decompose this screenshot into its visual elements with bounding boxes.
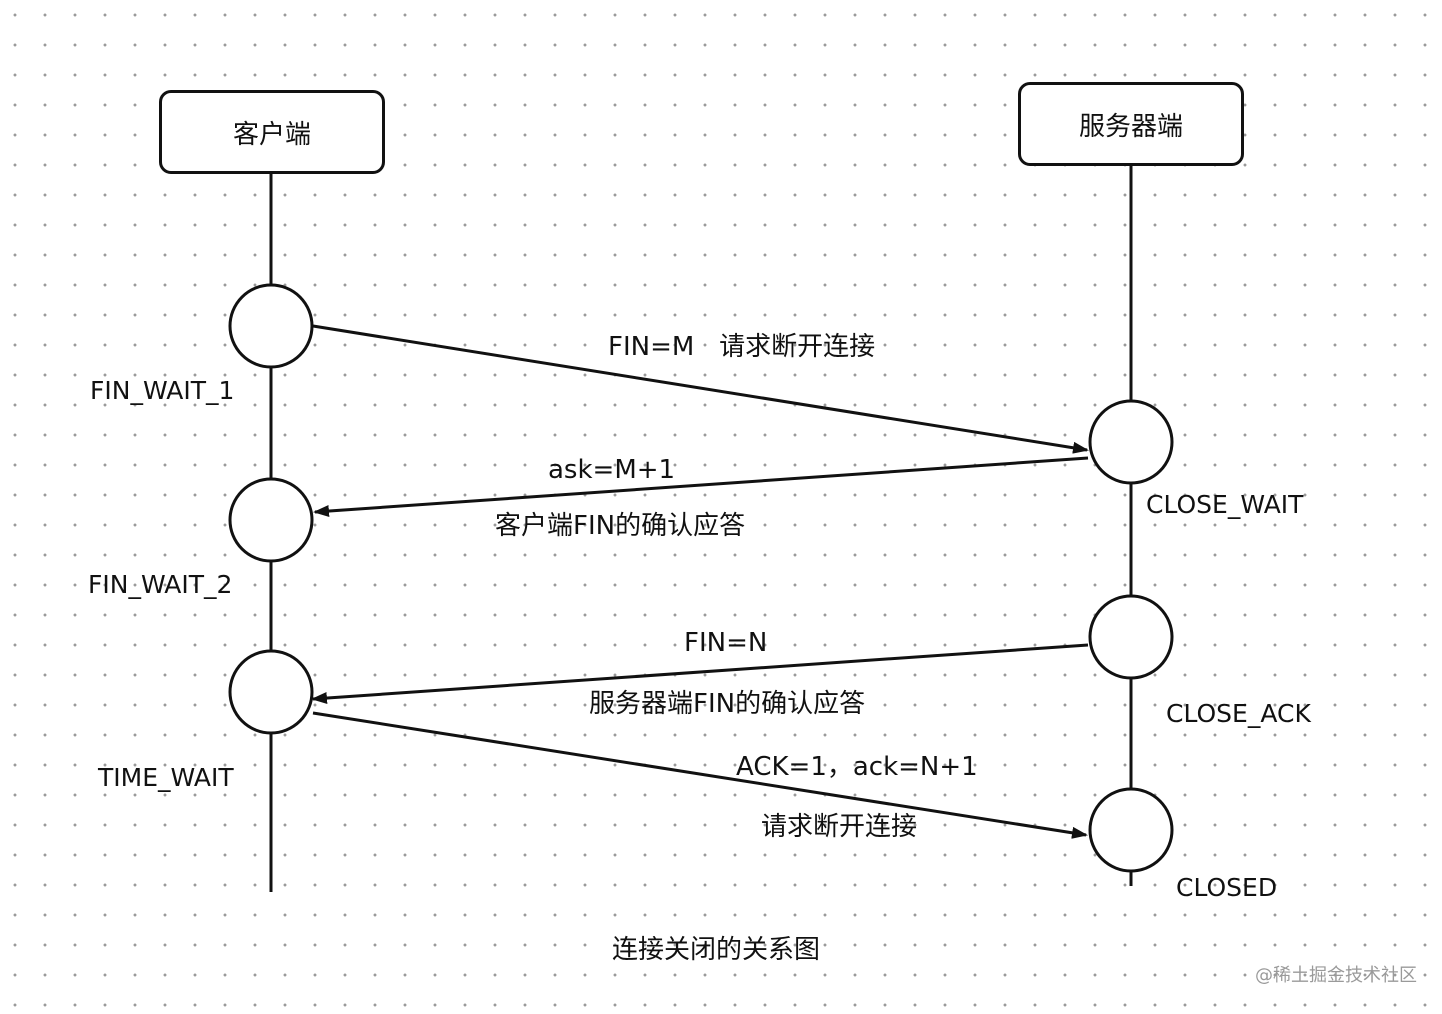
message-fin-n: FIN=N bbox=[684, 628, 768, 658]
arrow-fin-m bbox=[312, 324, 1089, 454]
state-fin-wait-2: FIN_WAIT_2 bbox=[88, 570, 233, 599]
state-fin-wait-1: FIN_WAIT_1 bbox=[90, 376, 235, 405]
message-server-fin-ack: 服务器端FIN的确认应答 bbox=[589, 689, 866, 719]
message-request-close: 请求断开连接 bbox=[761, 812, 918, 842]
server-label: 服务器端 bbox=[1078, 111, 1183, 142]
server-state-circle-3 bbox=[1088, 787, 1174, 873]
client-state-circle-3 bbox=[228, 649, 314, 735]
diagram-caption: 连接关闭的关系图 bbox=[612, 935, 821, 965]
state-closed: CLOSED bbox=[1176, 873, 1278, 902]
message-client-fin-ack: 客户端FIN的确认应答 bbox=[495, 511, 746, 541]
message-ack-n1: ACK=1，ack=N+1 bbox=[736, 752, 978, 782]
watermark: @稀土掘金技术社区 bbox=[1255, 965, 1417, 986]
server-state-circle-2 bbox=[1088, 594, 1174, 680]
arrow-ack-m bbox=[313, 456, 1089, 518]
message-ask-m1: ask=M+1 bbox=[548, 455, 676, 485]
state-close-wait: CLOSE_WAIT bbox=[1146, 490, 1304, 519]
client-box: 客户端 bbox=[159, 90, 385, 174]
client-label: 客户端 bbox=[232, 119, 311, 150]
client-state-circle-2 bbox=[228, 477, 314, 563]
message-fin-m: FIN=M 请求断开连接 bbox=[608, 332, 876, 362]
arrow-fin-n bbox=[311, 643, 1089, 705]
client-state-circle-1 bbox=[228, 283, 314, 369]
state-close-ack: CLOSE_ACK bbox=[1166, 699, 1311, 728]
server-state-circle-1 bbox=[1088, 399, 1174, 485]
state-time-wait: TIME_WAIT bbox=[98, 763, 234, 792]
server-box: 服务器端 bbox=[1018, 82, 1244, 166]
arrow-ack-n bbox=[312, 711, 1088, 839]
